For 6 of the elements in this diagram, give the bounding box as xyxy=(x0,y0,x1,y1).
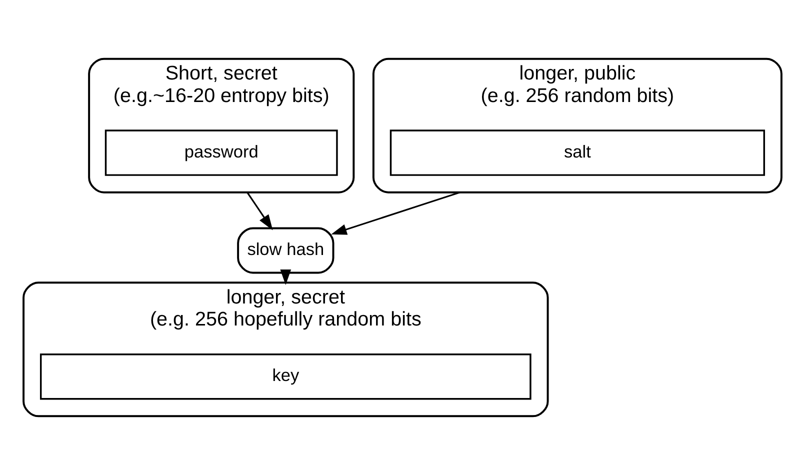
node-box: key xyxy=(40,352,532,400)
node-box: salt xyxy=(390,129,766,176)
node-box: password xyxy=(104,129,338,176)
arrow xyxy=(331,191,460,234)
arrow xyxy=(280,268,292,285)
arrow xyxy=(246,191,273,230)
